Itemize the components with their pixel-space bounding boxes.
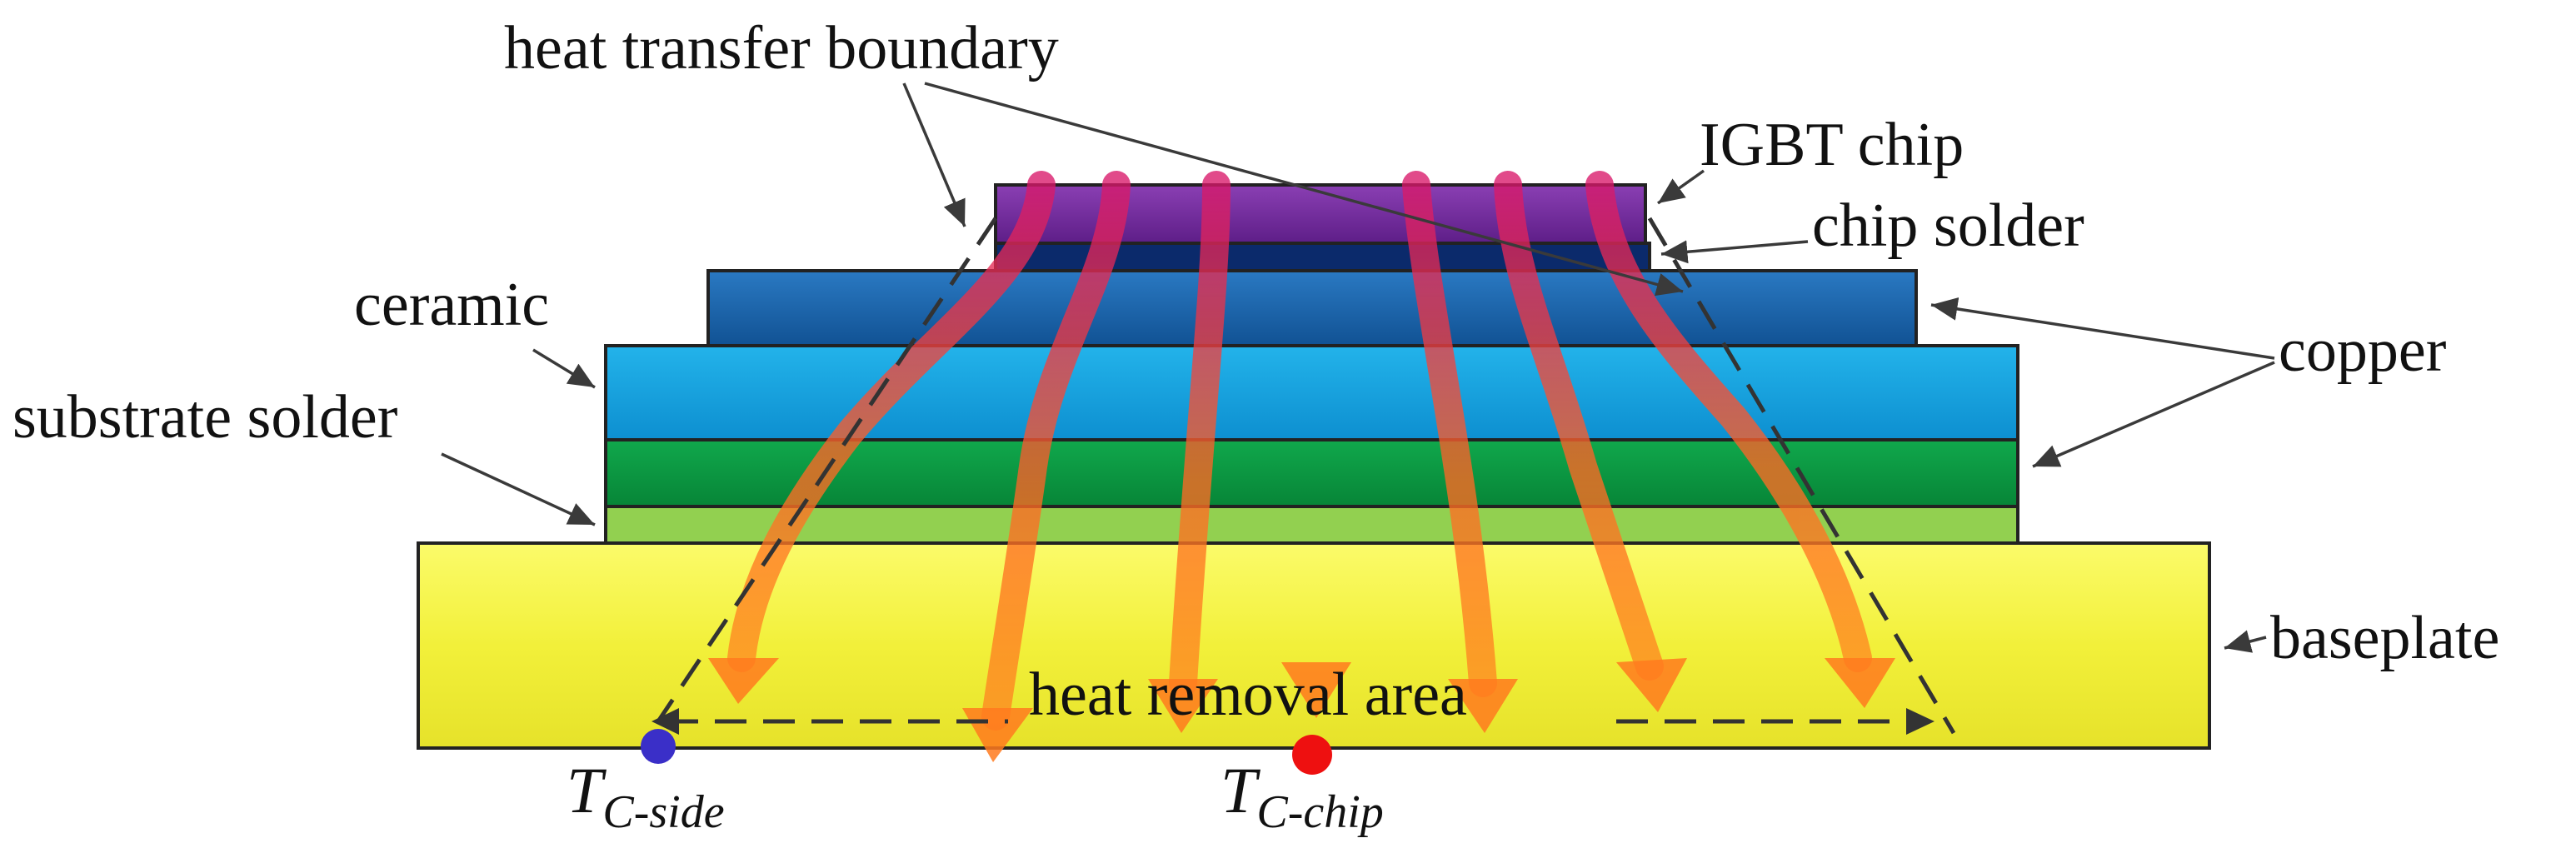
heat-transfer-boundary <box>656 217 1956 735</box>
label-heat-removal-area: heat removal area <box>1029 661 1467 729</box>
leader-boundary-right <box>924 82 1684 297</box>
heat-arrow-6 <box>1494 171 1664 681</box>
heat-arrow-head-6 <box>1616 658 1687 712</box>
label-baseplate: baseplate <box>2270 604 2499 672</box>
label-leaders <box>441 82 2275 653</box>
tc-side-sub: C-side <box>602 786 724 838</box>
heat-arrow-head-5 <box>1448 679 1518 733</box>
heat-arrow-head-1 <box>708 658 779 704</box>
tc-chip-main: T <box>1221 754 1261 826</box>
label-tc-side: TC-side <box>567 754 725 838</box>
heat-arrow-7 <box>1585 171 1872 672</box>
heat-arrow-head-4 <box>1281 662 1351 718</box>
leader-igbt <box>1656 169 1705 205</box>
tc-side-point <box>641 729 676 764</box>
leader-baseplate <box>2224 630 2267 653</box>
label-ceramic: ceramic <box>354 271 549 339</box>
label-igbt-chip: IGBT chip <box>1700 111 1964 179</box>
tc-chip-sub: C-chip <box>1256 786 1383 838</box>
leader-boundary-left <box>902 82 966 227</box>
heat-arrow-head-3 <box>1148 679 1218 733</box>
heat-arrow-2 <box>981 171 1131 731</box>
label-copper: copper <box>2279 317 2446 385</box>
label-substrate-solder: substrate solder <box>12 383 397 451</box>
label-heat-transfer-boundary: heat transfer boundary <box>504 14 1059 82</box>
leader-ceramic <box>532 348 596 389</box>
leader-copper-bottom <box>2032 361 2275 468</box>
leader-copper-top <box>1930 297 2275 360</box>
heat-arrow-5 <box>1402 171 1497 697</box>
heat-arrow-head-7 <box>1825 658 1895 708</box>
label-chip-solder: chip solder <box>1812 192 2084 260</box>
tc-chip-point <box>1292 735 1332 775</box>
tc-side-main: T <box>567 754 607 826</box>
label-tc-chip: TC-chip <box>1221 754 1384 838</box>
heat-removal-area-bracket <box>651 708 1934 735</box>
leader-substrate-solder <box>441 452 596 526</box>
heat-arrow-3 <box>1169 171 1231 697</box>
leader-chip-solder <box>1660 240 1809 264</box>
